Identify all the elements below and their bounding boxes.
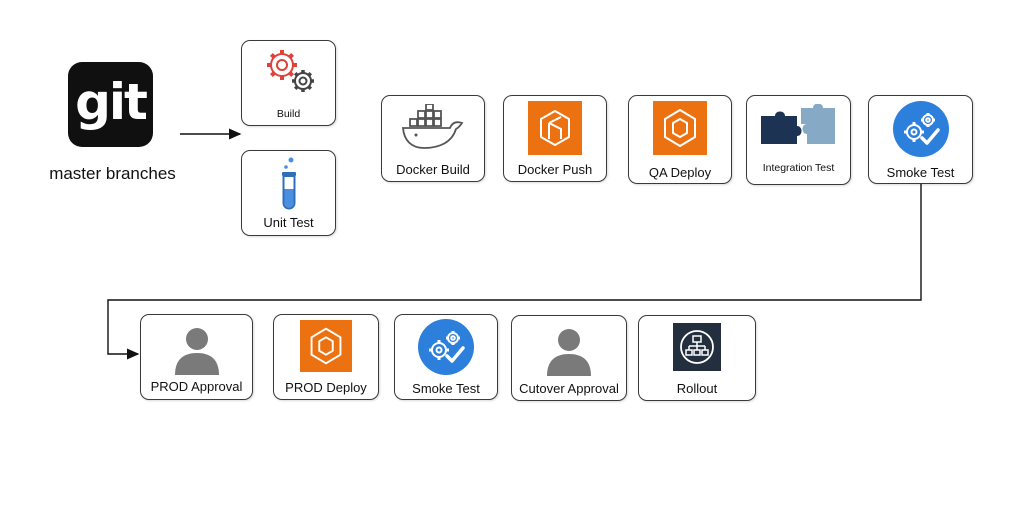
stage-docker-build[interactable]: Docker Build — [381, 95, 485, 182]
stage-smoke-test-qa[interactable]: Smoke Test — [868, 95, 973, 184]
gears-icon — [242, 45, 335, 97]
stage-qa-deploy-label: QA Deploy — [648, 165, 712, 180]
blue-gear-check-icon — [395, 318, 497, 376]
stage-prod-deploy[interactable]: PROD Deploy — [273, 314, 379, 400]
test-tube-icon — [242, 155, 335, 213]
stage-docker-push-label: Docker Push — [517, 162, 593, 177]
aws-orange-hexagon-icon — [629, 101, 731, 155]
stage-cutover-approval-label: Cutover Approval — [519, 381, 619, 396]
stage-unit-test-label: Unit Test — [263, 215, 314, 230]
person-icon — [512, 326, 626, 376]
stage-unit-test[interactable]: Unit Test — [241, 150, 336, 236]
stage-integration-test-label: Integration Test — [762, 162, 835, 174]
stage-build-label: Build — [276, 108, 301, 120]
network-tree-icon — [639, 323, 755, 371]
stage-integration-test[interactable]: Integration Test — [746, 95, 851, 185]
stage-qa-deploy[interactable]: QA Deploy — [628, 95, 732, 184]
aws-orange-cube-icon — [504, 101, 606, 155]
stage-smoke-test-prod[interactable]: Smoke Test — [394, 314, 498, 400]
stage-docker-push[interactable]: Docker Push — [503, 95, 607, 182]
master-branches-label: master branches — [49, 164, 176, 183]
git-logo-text: git — [75, 72, 148, 131]
puzzle-pieces-icon — [747, 104, 850, 148]
stage-smoke-test-qa-label: Smoke Test — [886, 165, 955, 180]
stage-prod-approval-label: PROD Approval — [150, 379, 243, 394]
git-logo: git — [68, 62, 153, 147]
stage-docker-build-label: Docker Build — [396, 162, 470, 177]
person-icon — [141, 325, 252, 375]
stage-smoke-test-prod-label: Smoke Test — [412, 381, 480, 396]
stage-prod-approval[interactable]: PROD Approval — [140, 314, 253, 400]
docker-whale-icon — [382, 104, 484, 152]
stage-rollout-label: Rollout — [676, 381, 718, 396]
stage-prod-deploy-label: PROD Deploy — [285, 380, 367, 395]
stage-rollout[interactable]: Rollout — [638, 315, 756, 401]
stage-cutover-approval[interactable]: Cutover Approval — [511, 315, 627, 401]
connector-smoke-to-prod-approval — [107, 183, 922, 360]
blue-gear-check-icon — [869, 100, 972, 158]
aws-orange-hexagon-icon — [274, 320, 378, 372]
stage-build[interactable]: Build — [241, 40, 336, 126]
